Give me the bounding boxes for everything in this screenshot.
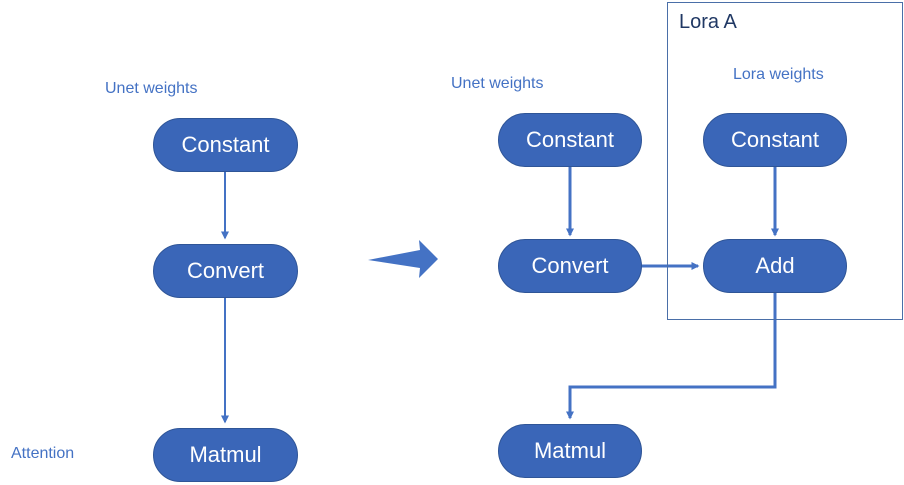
right-constant-node[interactable]: Constant [498, 113, 642, 167]
lora-a-group-title: Lora A [679, 11, 737, 33]
left-matmul-node[interactable]: Matmul [153, 428, 298, 482]
right-arrow-icon [368, 240, 438, 278]
lora-weights-label: Lora weights [733, 66, 824, 83]
left-constant-node[interactable]: Constant [153, 118, 298, 172]
right-convert-node[interactable]: Convert [498, 239, 642, 293]
add-to-matmul-arrow [566, 293, 777, 420]
right-unet-weights-label: Unet weights [451, 75, 544, 92]
lora-add-node[interactable]: Add [703, 239, 847, 293]
lora-constant-node[interactable]: Constant [703, 113, 847, 167]
left-unet-weights-label: Unet weights [105, 80, 198, 97]
left-convert-node[interactable]: Convert [153, 244, 298, 298]
attention-label: Attention [11, 445, 75, 462]
lora-a-group-box [667, 2, 903, 320]
right-matmul-node[interactable]: Matmul [498, 424, 642, 478]
